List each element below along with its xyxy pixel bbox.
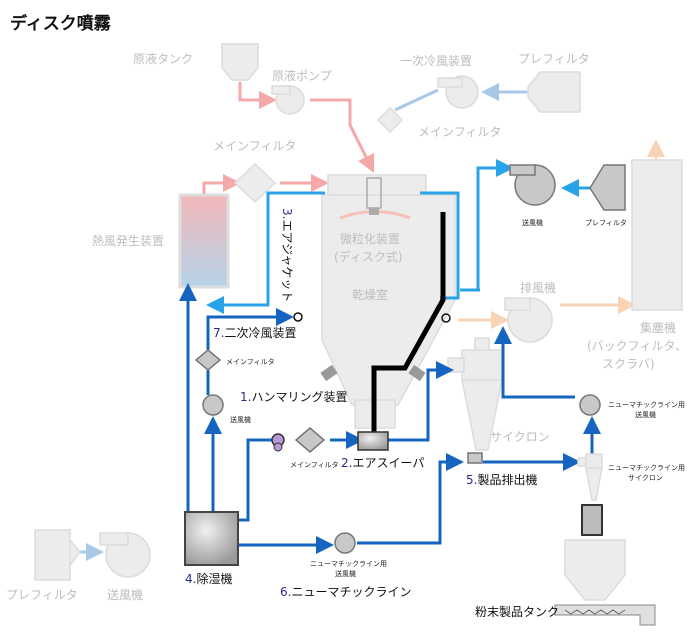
- prefilter-right-label: プレフィルタ: [585, 218, 627, 227]
- prefilter-left-icon: [34, 529, 81, 581]
- hammering-device-icon: [320, 364, 426, 382]
- blower-right-label: 送風機: [522, 218, 543, 227]
- blower-small-label: 送風機: [230, 415, 251, 424]
- atomizer-type-label: (ディスク式): [334, 249, 403, 264]
- air-lines: [179, 283, 601, 554]
- drying-chamber-label: 乾燥室: [352, 287, 388, 302]
- main-filter-top-icon: [376, 106, 404, 134]
- dust-collector-type-label: (バックフィルタ、: [587, 339, 687, 353]
- hot-air-generator-label: 熱風発生装置: [92, 234, 164, 248]
- blower-left-label: 送風機: [107, 587, 143, 602]
- rotary-valve-icon: [271, 433, 285, 452]
- powder-tank-icon: [554, 504, 656, 626]
- pneumatic-blower-icon: [579, 394, 601, 416]
- dust-collector-icon: [631, 159, 683, 311]
- product-discharger-icon: [467, 452, 483, 464]
- main-filter-sweeper-label: メインフィルタ: [290, 460, 339, 469]
- pneumatic-fan-bottom-label: ニューマチックライン用: [310, 560, 387, 568]
- pneumatic-blower-label-2: 送風機: [635, 410, 656, 419]
- page-title: ディスク噴霧: [10, 13, 112, 34]
- atomizer-label: 微粒化装置: [340, 231, 400, 246]
- pneumatic-fan-bottom-icon: [334, 532, 356, 554]
- prefilter-right-icon: [589, 164, 626, 211]
- pneumatic-line-label: 6.ニューマチックライン: [280, 585, 411, 599]
- main-filter-small-label: メインフィルタ: [226, 357, 275, 366]
- powder-tank-label: 粉末製品タンク: [475, 605, 559, 619]
- hammering-label: 1.ハンマリング装置: [240, 390, 347, 404]
- cyclone-label: サイクロン: [490, 430, 550, 444]
- air-sweeper-pipe: [371, 212, 446, 432]
- air-sweeper-icon: [357, 431, 389, 451]
- blower-small-icon: [202, 394, 224, 416]
- secondary-cooler-nozzle-icon: [293, 312, 451, 323]
- pneumatic-cyclone-icon: [577, 453, 603, 501]
- dehumidifier-icon: [184, 511, 239, 566]
- exhaust-fan-label: 排風機: [520, 280, 556, 295]
- hot-air-generator-icon: [178, 193, 230, 289]
- pneumatic-cyclone-label-2: サイクロン: [628, 474, 663, 482]
- pneumatic-fan-bottom-label-2: 送風機: [335, 569, 356, 578]
- dehumidifier-label: 4.除湿機: [185, 571, 232, 586]
- dust-collector-label: 集塵機: [640, 320, 676, 335]
- main-filter-sweeper-icon: [294, 427, 326, 453]
- air-jacket-label: 3.エアジャケット: [280, 208, 294, 302]
- exhaust-fan-icon: [504, 297, 553, 343]
- stock-tank-label: 原液タンク: [133, 51, 193, 66]
- secondary-cooler-label: 7.二次冷風装置: [213, 326, 296, 340]
- dust-collector-type-label-2: スクラバ): [602, 357, 655, 371]
- blower-right-icon: [509, 164, 556, 206]
- stock-pump-label: 原液ポンプ: [272, 68, 332, 83]
- pneumatic-blower-label: ニューマチックライン用: [608, 401, 685, 409]
- main-filter-heater-icon: [233, 162, 277, 204]
- prefilter-left-label: プレフィルタ: [6, 588, 78, 602]
- air-jacket-lines: [206, 159, 590, 314]
- product-discharger-label: 5.製品排出機: [466, 472, 537, 487]
- main-filter-top-label: メインフィルタ: [418, 125, 501, 139]
- prefilter-top-label: プレフィルタ: [518, 52, 590, 66]
- primary-cooler-fan-icon: [437, 75, 479, 109]
- main-filter-small-icon: [194, 349, 222, 371]
- pneumatic-cyclone-label: ニューマチックライン用: [608, 464, 685, 472]
- air-sweeper-label: 2.エアスイーパ: [341, 456, 424, 470]
- main-filter-heater-label: メインフィルタ: [213, 139, 296, 153]
- blower-left-icon: [99, 532, 151, 578]
- stock-pump-icon: [271, 85, 305, 115]
- stock-tank-icon: [221, 43, 259, 81]
- primary-cooler-label: 一次冷風装置: [400, 54, 472, 68]
- prefilter-top-icon: [527, 71, 581, 113]
